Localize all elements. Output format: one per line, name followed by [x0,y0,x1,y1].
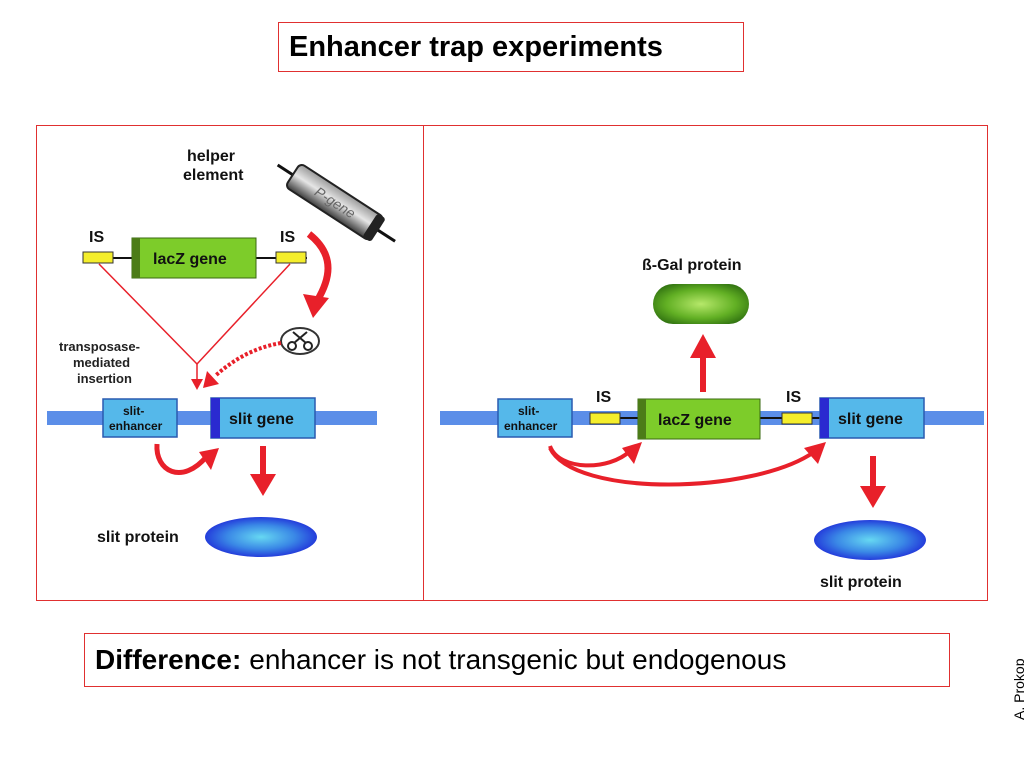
enhancer-to-slit-arrowhead [804,442,826,464]
bgal-protein-shape [653,284,749,324]
slit-enhancer-box [102,398,178,438]
is-right-element [275,251,307,264]
slit-gene-box [210,397,316,439]
expression-arrowhead [250,474,276,496]
slit-protein-shape-right [814,520,926,560]
dotted-cut-arrow [213,341,282,378]
is-right-element-right [781,412,813,425]
slit-expression-arrowhead [860,486,886,508]
is-left-right-panel-label: IS [596,389,611,406]
author-credit: A. Prokop [1011,658,1024,720]
transposase-label-line2: mediated [73,355,130,370]
slit-protein-shape [205,517,317,557]
scissors-icon [280,327,320,355]
helper-element-label-line1: helper [187,148,235,165]
slit-gene-label: slit gene [229,411,294,428]
lacz-gene-right-label: lacZ gene [658,412,732,429]
lacz-gene-label: lacZ gene [153,251,227,268]
right-diagram-panel: ß-Gal protein slit- enhancer IS IS lacZ … [423,125,988,601]
enhancer-to-slit-arrow [548,447,816,487]
slit-enhancer-right-label-line1: slit- [518,404,539,418]
slit-gene-start-marker-right [820,398,829,438]
is-right-right-panel-label: IS [786,389,801,406]
lacz-gene-box [131,237,257,279]
dotted-cut-arrowhead [203,371,219,388]
insertion-line-left [98,263,198,365]
slit-protein-right-label: slit protein [820,574,902,591]
slit-enhancer-right-label-line2: enhancer [504,419,558,433]
lacz-gene-box-right [637,398,761,440]
lacz-start-marker-right [638,399,646,439]
slit-gene-box-right [819,397,925,439]
insertion-line-right [196,263,291,365]
left-diagram-panel: helper element P-gene IS IS lacZ gene tr… [36,125,424,601]
enhancer-activation-arrow [154,443,209,475]
transposase-label-line1: transposase- [59,339,140,354]
slit-protein-label: slit protein [97,529,179,546]
insertion-arrowhead [191,379,203,390]
difference-label: Difference: [95,644,242,675]
slit-enhancer-label-line1: slit- [123,404,144,418]
enhancer-activation-arrowhead [199,448,219,470]
slit-enhancer-box-right [497,398,573,438]
slit-gene-start-marker [211,398,220,438]
is-left-element [82,251,114,264]
lacz-start-marker [132,238,140,278]
slit-gene-right-label: slit gene [838,411,903,428]
slide-title: Enhancer trap experiments [278,22,744,72]
is-left-element-right [589,412,621,425]
is-left-label: IS [89,229,104,246]
difference-statement: Difference: enhancer is not transgenic b… [84,633,950,687]
transposase-label-line3: insertion [77,371,132,386]
left-diagram: helper element P-gene IS IS lacZ gene tr… [47,148,396,557]
right-diagram: ß-Gal protein slit- enhancer IS IS lacZ … [440,257,984,591]
helper-element-label-line2: element [183,167,244,184]
is-right-label: IS [280,229,295,246]
difference-text: enhancer is not transgenic but endogenou… [249,644,787,675]
enhancer-to-lacz-arrowhead [622,442,642,464]
slit-enhancer-label-line2: enhancer [109,419,163,433]
transposase-arrow [306,231,332,303]
bgal-protein-label: ß-Gal protein [642,257,742,274]
transposase-arrowhead [303,294,329,318]
bgal-expression-arrowhead [690,334,716,358]
